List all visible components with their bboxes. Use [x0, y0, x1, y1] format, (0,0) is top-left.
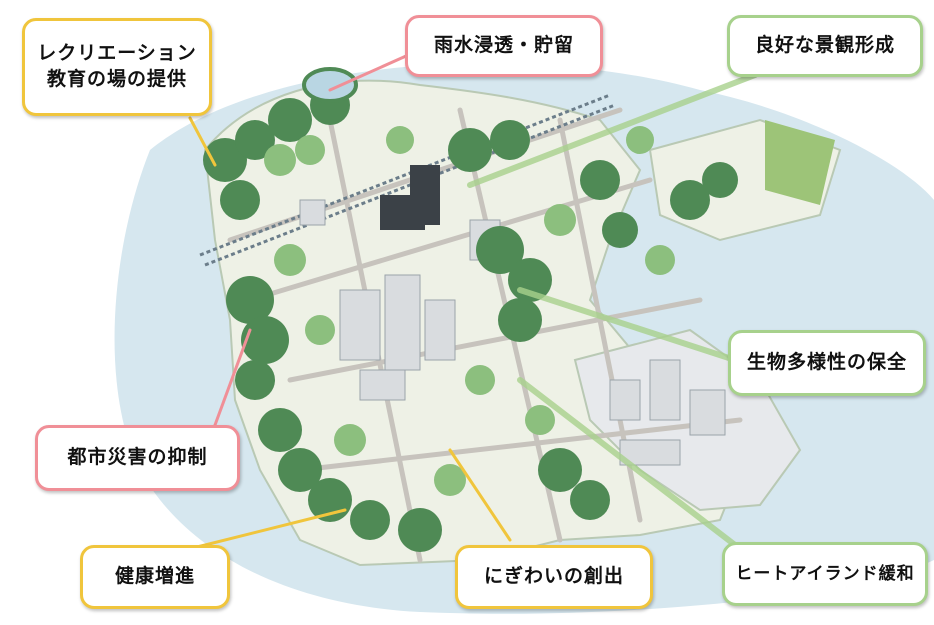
pointer-landscape	[467, 72, 758, 188]
pointer-bustle	[448, 448, 512, 542]
roads	[227, 107, 743, 563]
label-biodiversity-text: 生物多様性の保全	[746, 351, 907, 374]
label-bustle-text: にぎわいの創出	[483, 565, 624, 588]
pointer-rainwater	[328, 50, 417, 92]
pond	[302, 67, 358, 103]
label-biodiversity: 生物多様性の保全	[728, 330, 926, 396]
label-recreation-line2: 教育の場の提供	[46, 68, 187, 90]
label-bustle: にぎわいの創出	[455, 545, 653, 609]
pointer-heat-island	[517, 377, 738, 548]
pagoda	[380, 165, 440, 230]
label-heat-island: ヒートアイランド緩和	[722, 542, 928, 606]
label-disaster: 都市災害の抑制	[35, 425, 240, 491]
island-field	[765, 120, 835, 205]
label-landscape-text: 良好な景観形成	[754, 34, 895, 57]
label-rainwater-text: 雨水浸透・貯留	[433, 34, 574, 57]
label-rainwater: 雨水浸透・貯留	[405, 15, 603, 77]
label-health-text: 健康増進	[114, 565, 195, 588]
label-disaster-text: 都市災害の抑制	[67, 446, 208, 469]
label-recreation-line1: レクリエーション	[37, 42, 197, 65]
label-landscape: 良好な景観形成	[727, 15, 923, 77]
label-recreation: レクリエーション 教育の場の提供	[22, 18, 212, 116]
label-heat-island-text: ヒートアイランド緩和	[735, 563, 915, 584]
label-health: 健康増進	[80, 545, 230, 609]
pointer-health	[183, 508, 347, 552]
pointer-recreation	[188, 116, 217, 167]
pointer-disaster	[213, 328, 252, 427]
tree-clusters	[203, 85, 738, 552]
pointer-biodiversity	[517, 287, 738, 363]
callout-pointers	[183, 50, 758, 552]
